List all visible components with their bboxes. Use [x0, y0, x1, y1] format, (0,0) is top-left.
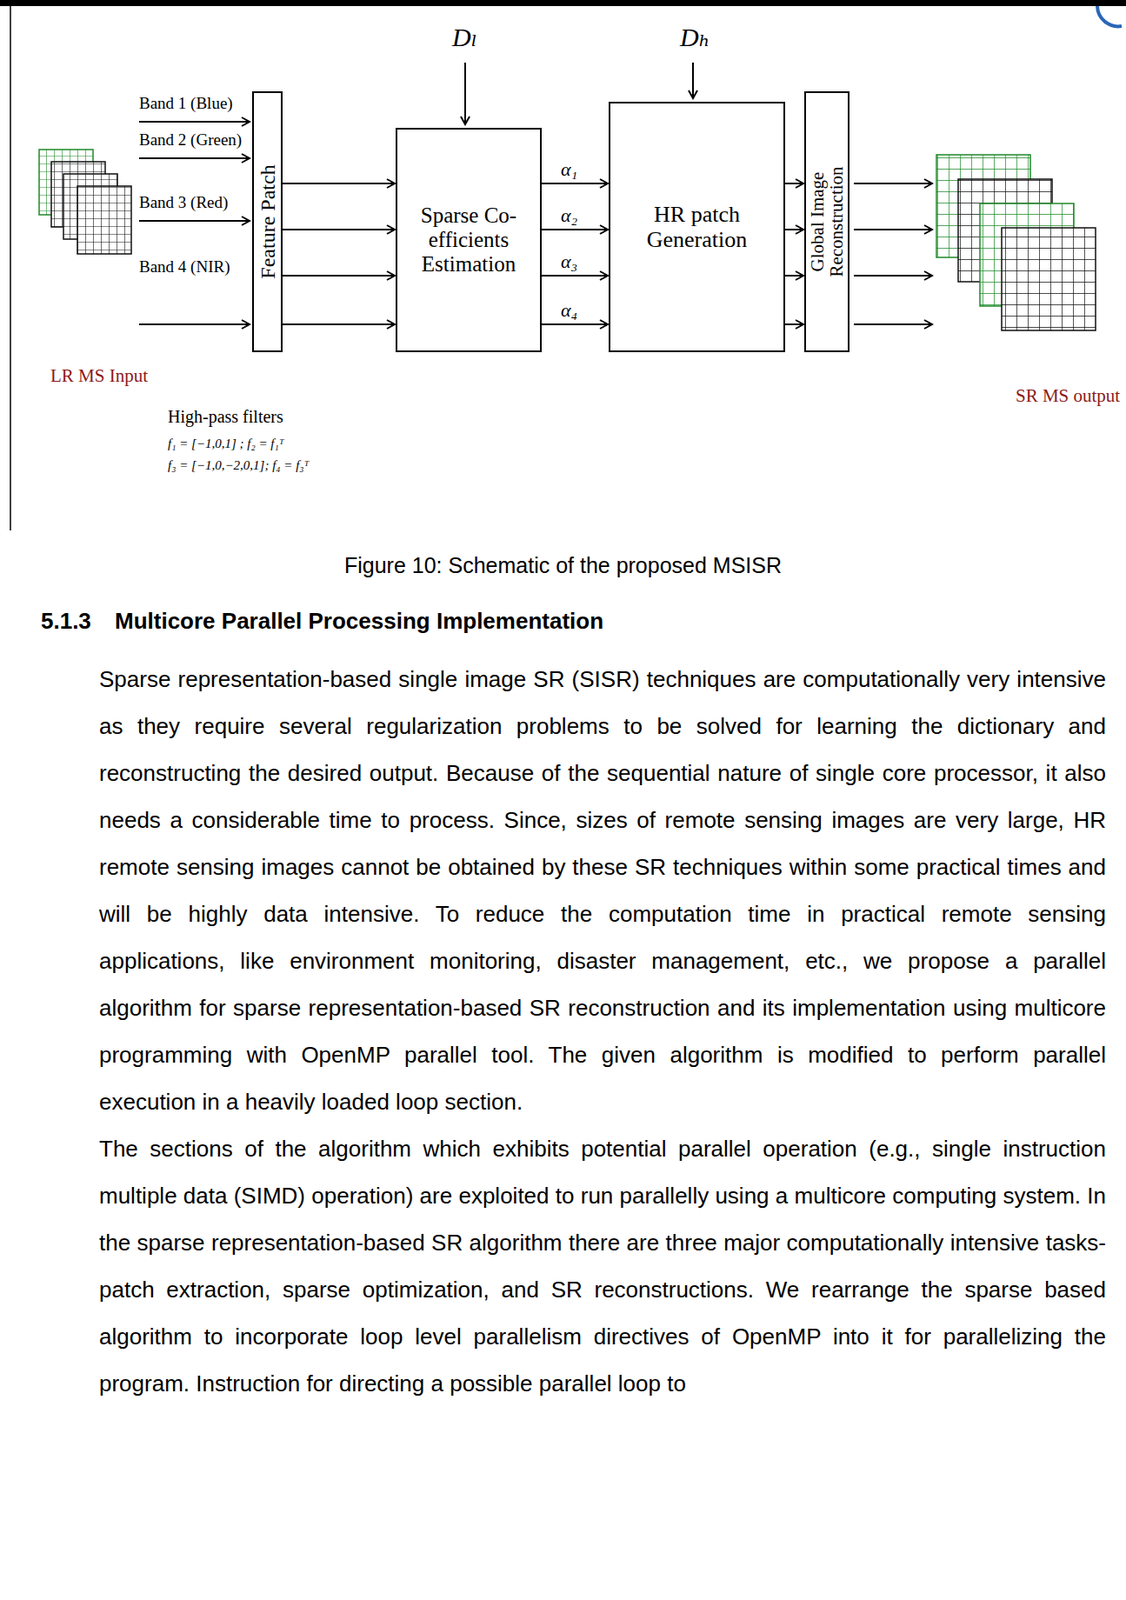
process-box: Global Image Reconstruction	[804, 91, 850, 353]
coefficient-label: α₃	[559, 251, 580, 273]
figure-frame	[9, 6, 12, 531]
band-label: Band 1 (Blue)	[139, 93, 234, 114]
band-label: Band 4 (NIR)	[139, 257, 230, 277]
process-box: Feature Patch	[252, 91, 283, 353]
body-paragraph: The sections of the algorithm which exhi…	[99, 1125, 1107, 1407]
section-heading: Multicore Parallel Processing Implementa…	[114, 608, 604, 635]
output-label: SR MS output	[1015, 385, 1120, 407]
input-image-stack	[39, 149, 132, 254]
filter-formula: f₃ = [−1,0,−2,0,1]; f₄ = f₃ᵀ	[167, 458, 309, 474]
input-arrows	[139, 121, 250, 325]
dictionary-label: Dₕ	[679, 22, 711, 54]
band-label: Band 2 (Green)	[139, 130, 242, 150]
flow-arrow	[282, 182, 395, 185]
band-label: Band 3 (Red)	[139, 193, 228, 213]
flow-arrow	[785, 228, 804, 231]
filter-formula: f₁ = [−1,0,1] ; f₂ = f₁ᵀ	[167, 436, 284, 452]
node-label: Feature Patch	[255, 164, 280, 279]
flow-arrow	[282, 323, 395, 326]
flow-arrow	[282, 228, 395, 231]
flow-arrow	[541, 323, 608, 326]
flow-arrow	[282, 274, 395, 277]
flow-arrow	[541, 274, 608, 277]
node-label: Sparse Co-efficients Estimation	[397, 203, 540, 277]
flow-arrow	[785, 182, 804, 185]
flow-arrow	[541, 228, 608, 231]
coefficient-label: α₁	[559, 159, 580, 180]
process-box: HR patch Generation	[608, 101, 786, 353]
coefficient-label: α₂	[559, 205, 580, 227]
filter-label: High-pass filters	[167, 406, 284, 427]
flow-arrow	[785, 323, 804, 326]
output-image-stack	[936, 154, 1096, 331]
node-label: Global Image Reconstruction	[807, 150, 847, 294]
output-arrows	[853, 183, 933, 325]
dictionary-label: Dₗ	[452, 22, 478, 54]
node-label: HR patch Generation	[610, 201, 784, 253]
page-top-bar	[0, 0, 1126, 7]
figure-caption: Figure 10: Schematic of the proposed MSI…	[0, 553, 1126, 579]
logo-fragment	[1097, 6, 1122, 27]
body-paragraph: Sparse representation-based single image…	[99, 655, 1107, 1126]
section-number: 5.1.3	[40, 608, 92, 635]
flow-arrow	[785, 274, 804, 277]
input-label: LR MS Input	[50, 365, 148, 387]
coefficient-label: α₄	[559, 299, 580, 321]
flow-arrow	[541, 182, 608, 185]
process-box: Sparse Co-efficients Estimation	[395, 127, 542, 353]
